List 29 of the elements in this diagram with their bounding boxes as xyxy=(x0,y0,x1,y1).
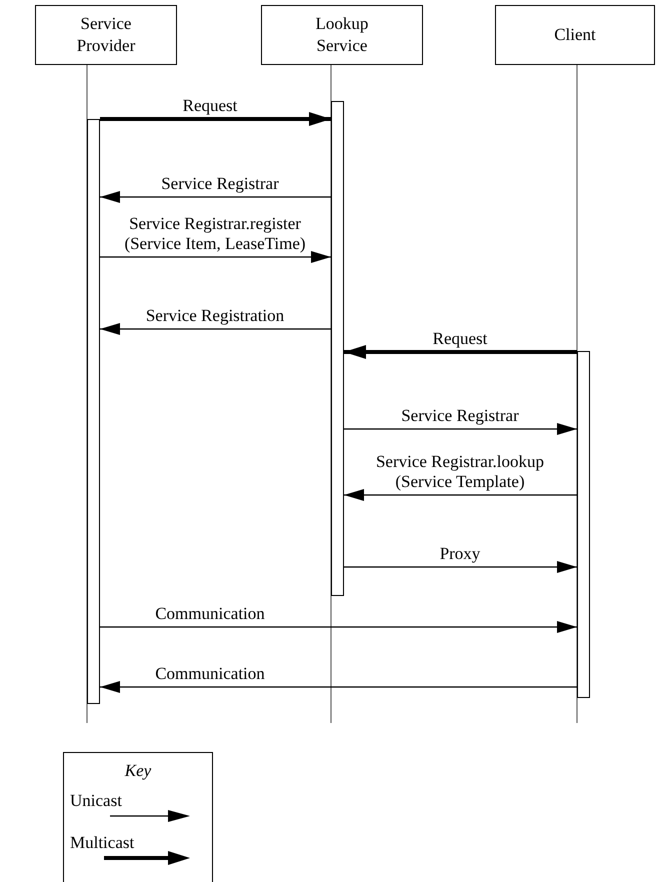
message-arrow xyxy=(344,345,577,359)
message-arrow xyxy=(344,423,577,435)
legend-text: Unicast xyxy=(70,791,122,811)
activation-bar xyxy=(331,101,344,596)
message-arrow xyxy=(344,561,577,573)
message-label: Service Registrar xyxy=(160,174,280,194)
key-title: Key xyxy=(124,761,152,781)
legend-text: Multicast xyxy=(70,833,134,853)
message-arrow xyxy=(100,112,331,126)
participant-box: Client xyxy=(495,5,655,65)
participant-box: Service Provider xyxy=(35,5,177,65)
message-arrow xyxy=(100,251,331,263)
message-arrow xyxy=(100,323,331,335)
activation-bar xyxy=(87,119,100,704)
activation-bar xyxy=(577,351,590,698)
message-label: Service Registrar.register (Service Item, LeaseTime) xyxy=(123,214,307,254)
message-arrow xyxy=(100,191,331,203)
message-label: Proxy xyxy=(438,544,482,564)
message-label: Request xyxy=(182,96,238,116)
message-label: Service Registration xyxy=(144,306,286,326)
message-arrow xyxy=(100,621,577,633)
message-label: Communication xyxy=(154,664,266,684)
message-label: Communication xyxy=(154,604,266,624)
message-arrow xyxy=(344,489,577,501)
participant-box: Lookup Service xyxy=(261,5,423,65)
message-label: Service Registrar xyxy=(400,406,520,426)
message-arrow xyxy=(100,681,577,693)
message-label: Request xyxy=(432,329,488,349)
message-label: Service Registrar.lookup (Service Template) xyxy=(374,452,546,492)
